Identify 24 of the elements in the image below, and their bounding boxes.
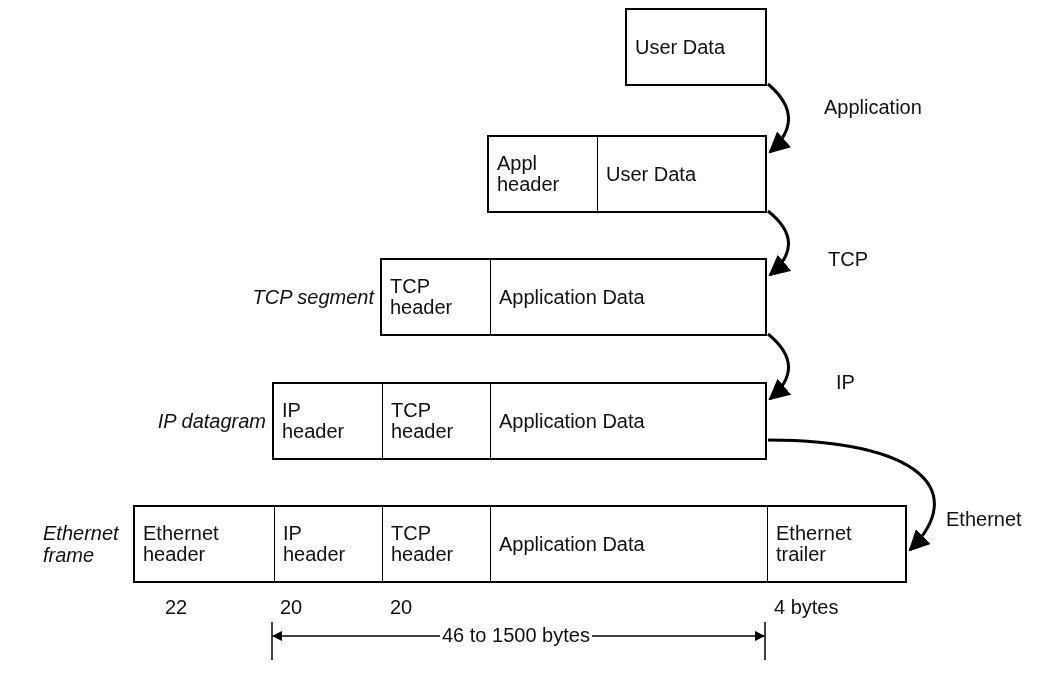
curved-arrow: [767, 438, 936, 552]
field-cell: Ethernet header: [135, 507, 274, 581]
field-cell: IP header: [274, 384, 382, 458]
field-cell: User Data: [597, 137, 767, 211]
field-cell: User Data: [627, 10, 767, 84]
field-cell: Appl header: [489, 137, 597, 211]
field-cell: Application Data: [490, 260, 767, 334]
packet-caption: Ethernet frame: [43, 522, 120, 566]
field-cell: Ethernet trailer: [767, 507, 907, 581]
curved-arrow: [767, 82, 791, 154]
field-cell: TCP header: [382, 507, 490, 581]
packet-box: [487, 135, 767, 213]
size-label: 4 bytes: [772, 596, 841, 619]
curved-arrow: [767, 209, 791, 277]
curved-arrow: [767, 332, 791, 401]
field-cell: Application Data: [490, 384, 767, 458]
field-cell: IP header: [274, 507, 382, 581]
field-cell: TCP header: [382, 260, 490, 334]
field-cell: Application Data: [490, 507, 767, 581]
packet-caption: IP datagram: [157, 410, 266, 432]
edge-label: Application: [822, 96, 924, 119]
dimension-label: 46 to 1500 bytes: [440, 624, 592, 647]
field-cell: TCP header: [382, 384, 490, 458]
packet-caption: TCP segment: [252, 286, 374, 308]
